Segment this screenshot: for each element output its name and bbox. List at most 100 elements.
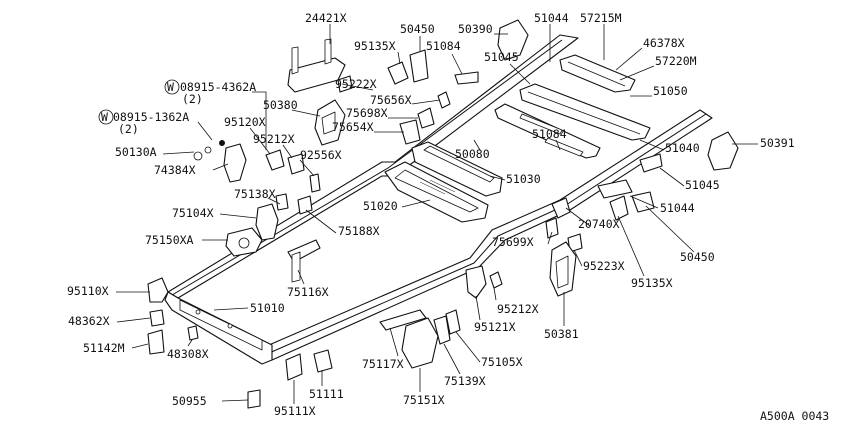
bracket-50450 [409,49,429,83]
callout-c8: 46378X [643,36,685,50]
bracket-92556X [309,173,321,193]
callout-c31: 51045 [685,178,720,192]
callout-c14: 50380 [263,98,298,112]
bracket-95121X [465,265,487,299]
callout-c28: 51040 [665,141,700,155]
callout-c17: 75698X [346,106,388,120]
bracket-51084 [454,71,479,85]
bracket-95110X [147,277,169,303]
bracket-75138X [275,193,289,211]
callout-c29: 74384X [154,163,196,177]
callout-c52: 75105X [481,355,523,369]
bracket-51142M [147,329,165,355]
callout-c4: 51044 [534,11,569,25]
callout-c6: 95135X [354,39,396,53]
callout-c2: 50450 [400,22,435,36]
front-crossmember-51010 [164,291,273,365]
callout-c38: 75150XA [145,233,194,247]
callout-c32: 75138X [234,187,276,201]
callout-c45: 95212X [497,302,539,316]
frame-right-rail [261,109,713,361]
callout-c51: 48308X [167,347,209,361]
bracket-20740X [551,197,571,219]
callout-c21: 75654X [332,120,374,134]
callout-c15: 75656X [370,93,412,107]
bolt-48308X [187,325,199,341]
bracket-74384X [223,143,247,183]
callout-c23: 95212X [253,132,295,146]
bracket-51111 [313,349,333,373]
callout-c26: 92556X [300,148,342,162]
crossmember-51020 [384,161,489,223]
bracket-75656X [437,91,451,109]
bracket-95212X-lower [489,271,503,289]
bracket-75116X [287,239,321,283]
callout-c43: 95110X [67,284,109,298]
callout-c41: 50450 [680,250,715,264]
washer-symbols: W W [98,79,225,161]
callout-c13: (2) [182,92,203,106]
callout-c9: 51045 [484,50,519,64]
bracket-75698X [417,107,435,129]
bracket-75188X [297,195,313,215]
callout-c20: 95120X [224,115,266,129]
callout-c46: 51010 [250,301,285,315]
washer-marker-w2: W [101,110,108,124]
callout-c42: 95135X [631,276,673,290]
bracket-75104X [255,203,279,241]
bracket-75117X [379,309,427,331]
callout-c57: 75151X [403,393,445,407]
crossmember-51030 [411,141,503,197]
bracket-50381 [549,241,577,297]
bracket-75151X [401,317,439,369]
callout-c11: 95222X [335,77,377,91]
bracket-95222X [337,75,353,93]
callout-c3: 50390 [458,22,493,36]
figure-code: A500A 0043 [760,409,829,423]
bracket-95135X [387,61,409,85]
callout-c10: 57220M [655,54,697,68]
callout-c50: 51142M [83,341,125,355]
callout-c55: 51111 [309,387,344,401]
callout-c54: 75139X [444,374,486,388]
bracket-95111X [285,353,303,381]
callout-c1: 24421X [305,11,347,25]
bracket-50380 [314,99,346,146]
callout-c22: 51084 [532,127,567,141]
bracket-75654X [399,119,421,145]
callout-c44: 75116X [287,285,329,299]
callout-c58: 95111X [274,404,316,418]
callout-c24: 50391 [760,136,795,150]
callout-c56: 50955 [172,394,207,408]
callout-c18: 08915-1362A [113,110,189,124]
callout-c27: 50080 [455,147,490,161]
callout-c47: 48362X [68,314,110,328]
bracket-50391 [707,131,739,171]
bracket-48362X [149,309,165,327]
callout-c12: 08915-4362A [180,80,256,94]
washer-marker-w1: W [167,80,174,94]
callout-c34: 51044 [660,201,695,215]
bracket-75150XA [225,227,263,257]
callout-c16: 51050 [653,84,688,98]
callout-c48: 95121X [474,320,516,334]
bracket-75105X [445,309,461,335]
crossmember-51050 [519,83,651,141]
plate-50955 [247,389,261,409]
callout-c36: 20740X [578,217,620,231]
callout-c49: 50381 [544,327,579,341]
leader-lines [116,24,758,404]
bracket-51044-rear [597,179,633,199]
bracket-95120X [265,149,285,171]
bracket-95135X-rear [609,195,629,221]
bracket-50390 [497,19,529,61]
callout-c39: 75699X [492,235,534,249]
crossmember-57215M [559,54,636,93]
callout-c30: 51030 [506,172,541,186]
callout-c40: 95223X [583,259,625,273]
crossmember-rear-tube [519,113,584,157]
bracket-95212X-upper [287,153,305,175]
